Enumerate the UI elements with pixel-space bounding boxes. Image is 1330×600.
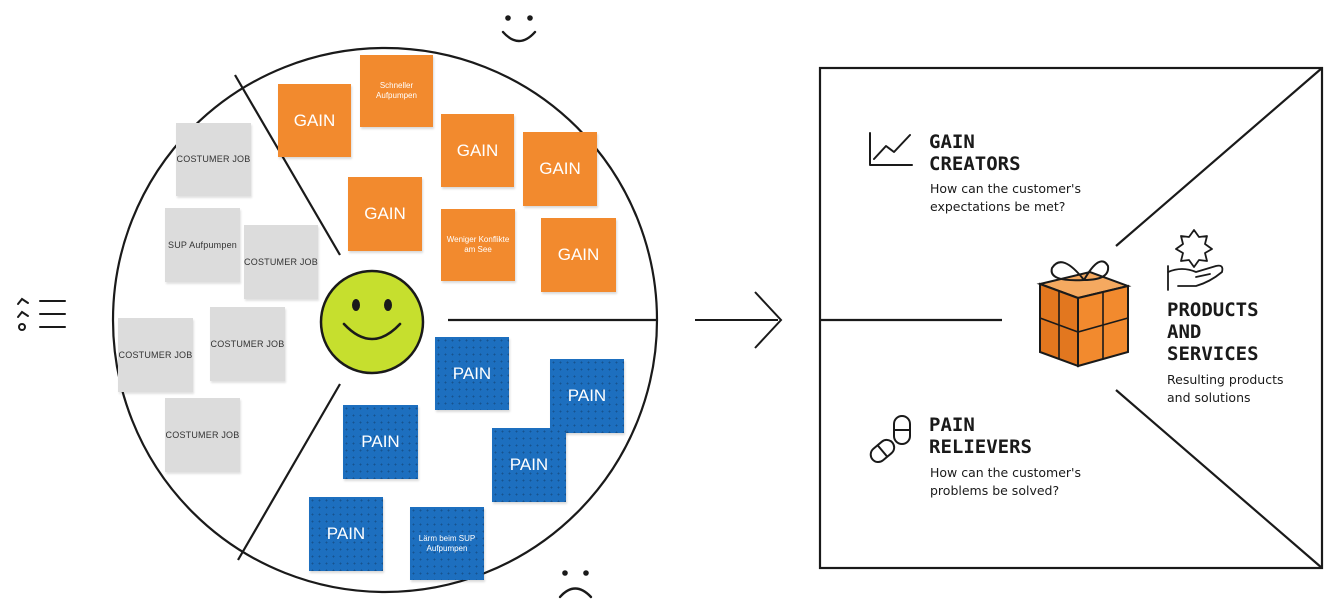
trend-line-icon (869, 132, 913, 166)
pain-note[interactable]: Lärm beim SUP Aufpumpen (410, 507, 484, 580)
pain-note[interactable]: PAIN (550, 359, 624, 433)
gain-note[interactable]: GAIN (348, 177, 422, 251)
customer-job-label: SUP Aufpumpen (168, 239, 237, 250)
customer-job-note[interactable]: COSTUMER JOB (165, 398, 240, 472)
gain-note[interactable]: GAIN (278, 84, 351, 157)
pain-note[interactable]: PAIN (492, 428, 566, 502)
hand-star-icon (1167, 229, 1224, 291)
checklist-icon (17, 297, 66, 331)
pain-relievers-question-line1: How can the customer's (930, 465, 1081, 480)
gain-creators-title-line1: GAIN (929, 131, 975, 153)
gain-creators-question-line1: How can the customer's (930, 181, 1081, 196)
pain-relievers-title-line2: RELIEVERS (929, 436, 1032, 458)
customer-job-note[interactable]: SUP Aufpumpen (165, 208, 240, 282)
customer-job-label: COSTUMER JOB (165, 429, 240, 440)
divider-jobs-pains (237, 383, 341, 561)
customer-job-note[interactable]: COSTUMER JOB (244, 225, 318, 299)
pain-relievers-question-line2: problems be solved? (930, 483, 1060, 498)
gain-creators-question: How can the customer's expectations be m… (930, 180, 1081, 216)
arrow-right-icon (695, 291, 783, 349)
products-services-title-line2: AND (1167, 321, 1202, 343)
gain-note-label: GAIN (557, 245, 600, 264)
customer-job-note[interactable]: COSTUMER JOB (118, 318, 193, 392)
sad-face-icon (558, 570, 593, 599)
gain-note[interactable]: GAIN (523, 132, 597, 206)
customer-job-note[interactable]: COSTUMER JOB (210, 307, 285, 381)
products-services-title: PRODUCTS AND SERVICES (1167, 299, 1259, 365)
gain-note-label: GAIN (293, 110, 336, 130)
pain-note-label: PAIN (452, 363, 492, 383)
gain-note[interactable]: GAIN (541, 218, 616, 292)
customer-job-label: COSTUMER JOB (176, 154, 251, 164)
happy-face-icon (501, 15, 537, 43)
value-map-square (818, 66, 1324, 570)
gain-note-label: Schneller Aufpumpen (376, 81, 417, 100)
gain-creators-title: GAIN CREATORS (929, 131, 1021, 175)
pain-note-label: PAIN (567, 386, 607, 405)
customer-job-label: COSTUMER JOB (118, 349, 193, 360)
pain-note-label: PAIN (326, 524, 366, 543)
gain-creators-question-line2: expectations be met? (930, 199, 1066, 214)
pain-note-label: Lärm beim SUP Aufpumpen (418, 533, 476, 553)
gain-note-label: GAIN (539, 159, 581, 178)
gain-note[interactable]: Schneller Aufpumpen (360, 55, 433, 127)
pain-note[interactable]: PAIN (309, 497, 383, 571)
pills-icon (869, 415, 911, 464)
gain-note-label: GAIN (364, 204, 406, 223)
customer-job-label: COSTUMER JOB (244, 256, 318, 267)
pain-note-label: PAIN (361, 432, 400, 451)
gift-box-icon (1036, 260, 1132, 368)
customer-job-note[interactable]: COSTUMER JOB (176, 123, 251, 196)
products-services-desc-line1: Resulting products (1167, 372, 1284, 387)
customer-job-label: COSTUMER JOB (210, 338, 285, 349)
products-services-desc: Resulting products and solutions (1167, 371, 1284, 407)
smiley-face-icon (319, 269, 425, 375)
pain-note[interactable]: PAIN (343, 405, 418, 479)
gain-note-label: Weniger Konflikte am See (446, 235, 510, 254)
divider-jobs-gains (234, 74, 341, 256)
pain-note[interactable]: PAIN (435, 337, 509, 410)
gain-note[interactable]: Weniger Konflikte am See (441, 209, 515, 281)
pain-relievers-question: How can the customer's problems be solve… (930, 464, 1081, 500)
pain-relievers-title-line1: PAIN (929, 414, 975, 436)
products-services-title-line1: PRODUCTS (1167, 299, 1259, 321)
gain-note-label: GAIN (456, 140, 499, 160)
gain-creators-title-line2: CREATORS (929, 153, 1021, 175)
products-services-title-line3: SERVICES (1167, 343, 1259, 365)
pain-note-label: PAIN (509, 455, 549, 474)
products-services-desc-line2: and solutions (1167, 390, 1251, 405)
pain-relievers-title: PAIN RELIEVERS (929, 414, 1032, 458)
gain-note[interactable]: GAIN (441, 114, 514, 187)
